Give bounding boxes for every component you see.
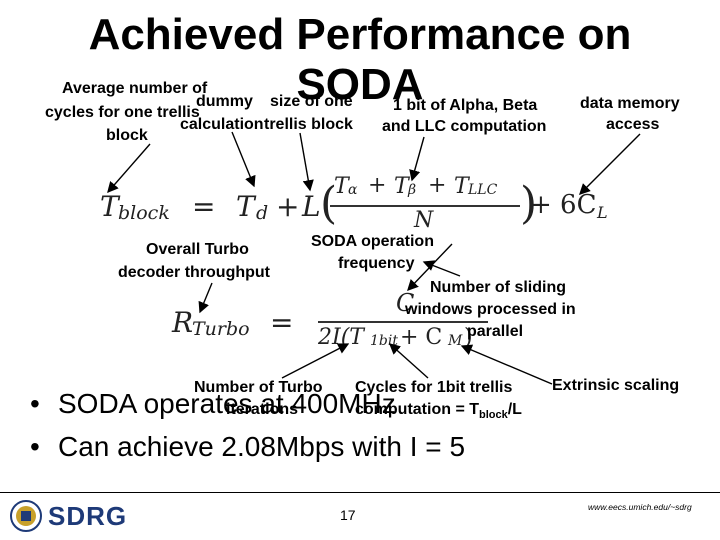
footer-divider xyxy=(0,492,720,493)
label-turbo-iter-1: Number of Turbo xyxy=(194,379,323,396)
label-computation: computation = Tblock/L xyxy=(355,400,522,425)
bullet-2-text: Can achieve 2.08Mbps with I = 5 xyxy=(58,431,466,462)
arrow-turbo-iter xyxy=(281,343,350,379)
eq1-equals: = xyxy=(192,190,216,223)
label-size-block-2: trellis block xyxy=(264,116,353,133)
arrow-cycles-1bit xyxy=(388,343,429,379)
eq2-lhs: R xyxy=(172,306,194,339)
eq1-t-alpha: T xyxy=(334,174,349,199)
bullet-1-marker: • xyxy=(30,388,40,419)
eq1-td: T xyxy=(236,190,255,223)
label-computation-tail: /L xyxy=(507,401,522,418)
label-one-bit-2: and LLC computation xyxy=(382,118,547,135)
arrow-one-bit xyxy=(409,136,425,182)
label-data-memory-1: data memory xyxy=(580,95,680,112)
eq1-lhs: T xyxy=(100,190,119,223)
label-sliding-1: Number of sliding xyxy=(430,279,566,296)
label-extrinsic: Extrinsic scaling xyxy=(552,377,680,394)
label-cycles-1bit: Cycles for 1bit trellis xyxy=(355,379,513,396)
label-overall-turbo-2: decoder throughput xyxy=(118,264,270,281)
page-number: 17 xyxy=(340,507,356,523)
eq1-tail-sub: L xyxy=(597,203,608,222)
slide-title-line2: SODA xyxy=(296,60,424,109)
label-avg-cycles-1: Average number of xyxy=(62,80,208,97)
eq2-fraction-bar xyxy=(318,321,488,323)
arrow-overall-turbo xyxy=(198,282,213,314)
label-overall-turbo-1: Overall Turbo xyxy=(146,241,249,258)
arrow-avg-cycles xyxy=(107,143,151,194)
eq2-lhs-sub: Turbo xyxy=(192,318,250,340)
label-data-memory-2: access xyxy=(606,116,660,133)
eq2-den-tail: + C xyxy=(400,325,443,350)
label-computation-sub: block xyxy=(479,409,508,422)
eq1-tail: + 6C xyxy=(530,190,597,220)
eq1-llc-sub: LLC xyxy=(468,182,498,198)
label-sliding-2: windows processed in xyxy=(405,301,576,318)
footer-url: www.eecs.umich.edu/~sdrg xyxy=(588,502,692,512)
arrow-sliding xyxy=(422,260,461,277)
label-size-block-1: size of one xyxy=(270,93,353,110)
eq1-t-beta: T xyxy=(394,174,409,199)
arrow-dummy xyxy=(231,131,256,188)
eq2-den-sub2: M xyxy=(448,333,463,349)
label-soda-freq-2: frequency xyxy=(338,255,415,272)
eq2-numerator: C xyxy=(396,289,415,317)
eq1-alpha-sub: α xyxy=(348,182,358,198)
eq1-denominator: N xyxy=(414,208,434,233)
slide-title-line1: Achieved Performance on xyxy=(88,10,632,59)
arrow-soda-freq xyxy=(407,243,453,292)
eq1-beta-sub: β xyxy=(408,182,417,198)
eq2-equals: = xyxy=(270,306,294,339)
sdrg-logo-text: SDRG xyxy=(48,501,128,531)
eq1-t-llc: T xyxy=(454,174,469,199)
eq1-lhs-sub: block xyxy=(118,202,170,224)
eq1-paren-close: ) xyxy=(520,178,538,229)
eq1-plus: + xyxy=(276,190,300,223)
bullet-1-text: SODA operates at 400MHz xyxy=(58,388,396,419)
label-dummy-1: dummy xyxy=(196,93,253,110)
arrow-size-block xyxy=(299,132,314,192)
arrow-extrinsic xyxy=(460,344,553,385)
label-computation-text: computation = T xyxy=(355,401,479,418)
label-dummy-2: calculation xyxy=(180,116,264,133)
label-turbo-iter-2: iterations xyxy=(226,401,299,418)
label-one-bit-1: 1 bit of Alpha, Beta xyxy=(393,97,538,114)
eq1-paren-open: ( xyxy=(320,178,338,229)
eq1-td-sub: d xyxy=(256,202,269,224)
label-avg-cycles-3: block xyxy=(106,127,148,144)
label-soda-freq-1: SODA operation xyxy=(311,233,434,250)
eq1-fraction-bar xyxy=(330,205,520,207)
label-avg-cycles-2: cycles for one trellis xyxy=(45,104,200,121)
arrow-data-memory xyxy=(579,133,641,195)
eq1-L: L xyxy=(302,190,321,223)
bullet-2-marker: • xyxy=(30,431,40,462)
sdrg-seal-icon xyxy=(10,500,42,532)
label-sliding-3: parallel xyxy=(467,323,524,340)
eq2-den-close: ) xyxy=(464,325,473,350)
